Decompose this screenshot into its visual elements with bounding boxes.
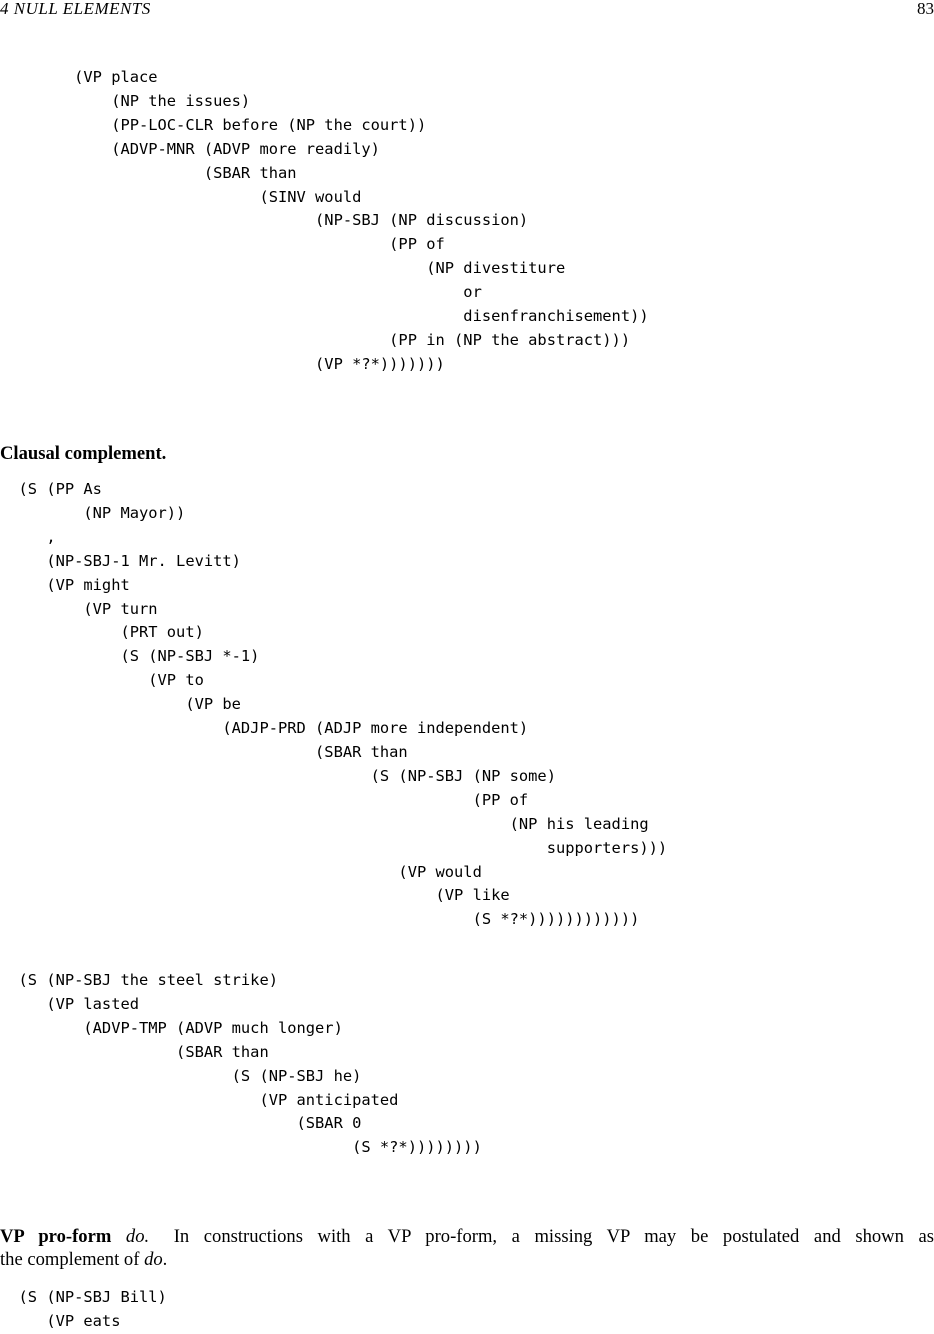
page-header: 4 NULL ELEMENTS 83 [0, 0, 934, 20]
page-number: 83 [917, 0, 934, 18]
vp-proform-heading: VP pro-form [0, 1226, 112, 1247]
section-vp-proform-line2: the complement of do. [0, 1248, 934, 1271]
clausal-heading-text: Clausal complement. [0, 443, 167, 464]
vp-proform-heading-italic: do. [125, 1226, 150, 1247]
vp-proform-body-italic: do [144, 1249, 163, 1270]
tree-as-mayor: (S (PP As (NP Mayor)) , (NP-SBJ-1 Mr. Le… [18, 480, 668, 929]
vp-proform-body-line1: In constructions with a VP pro-form, a m… [173, 1226, 934, 1247]
running-title: 4 NULL ELEMENTS [0, 0, 151, 18]
section-vp-proform-line1: VP pro-form do. In constructions with a … [0, 1225, 934, 1248]
tree-steel-strike: (S (NP-SBJ the steel strike) (VP lasted … [18, 971, 482, 1157]
vp-proform-body-prefix: the complement of [0, 1249, 145, 1270]
tree-vp-place: (VP place (NP the issues) (PP-LOC-CLR be… [74, 68, 649, 373]
tree-bill-eats: (S (NP-SBJ Bill) (VP eats [18, 1288, 167, 1330]
vp-proform-body-suffix: . [162, 1249, 168, 1270]
section-heading-clausal: Clausal complement. [0, 442, 934, 465]
